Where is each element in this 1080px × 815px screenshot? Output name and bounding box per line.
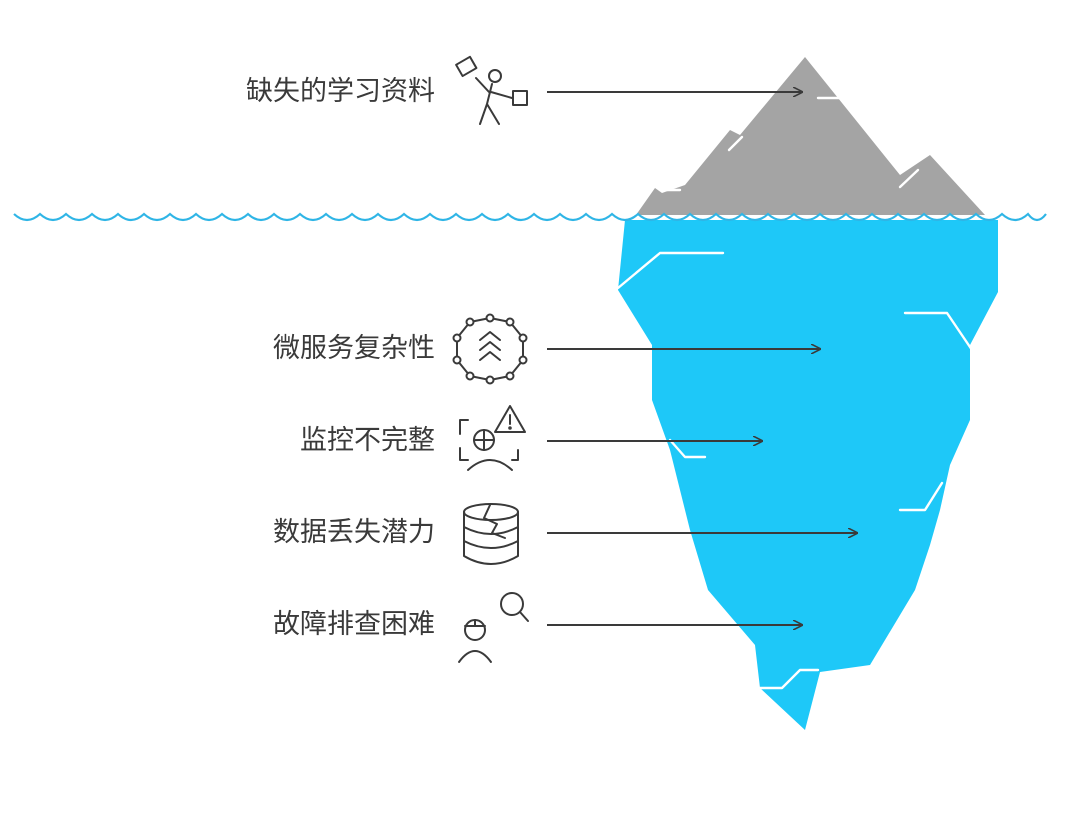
microservice-network-icon <box>452 313 528 385</box>
iceberg-underwater <box>618 220 998 730</box>
waterline <box>13 212 1047 222</box>
label-troubleshooting-difficulty: 故障排查困难 <box>273 609 435 640</box>
label-data-loss-potential: 数据丢失潜力 <box>273 517 435 548</box>
underwater-highlights <box>616 251 974 690</box>
person-juggling-papers-icon <box>455 55 528 125</box>
cracked-database-icon <box>463 503 519 565</box>
engineer-search-icon <box>458 592 529 663</box>
label-microservice-complexity: 微服务复杂性 <box>273 333 435 364</box>
iceberg-tip <box>636 57 985 215</box>
label-missing-materials: 缺失的学习资料 <box>246 76 435 107</box>
monitoring-alert-icon <box>459 405 526 471</box>
tip-highlights <box>660 96 920 192</box>
label-incomplete-monitoring: 监控不完整 <box>300 425 435 456</box>
